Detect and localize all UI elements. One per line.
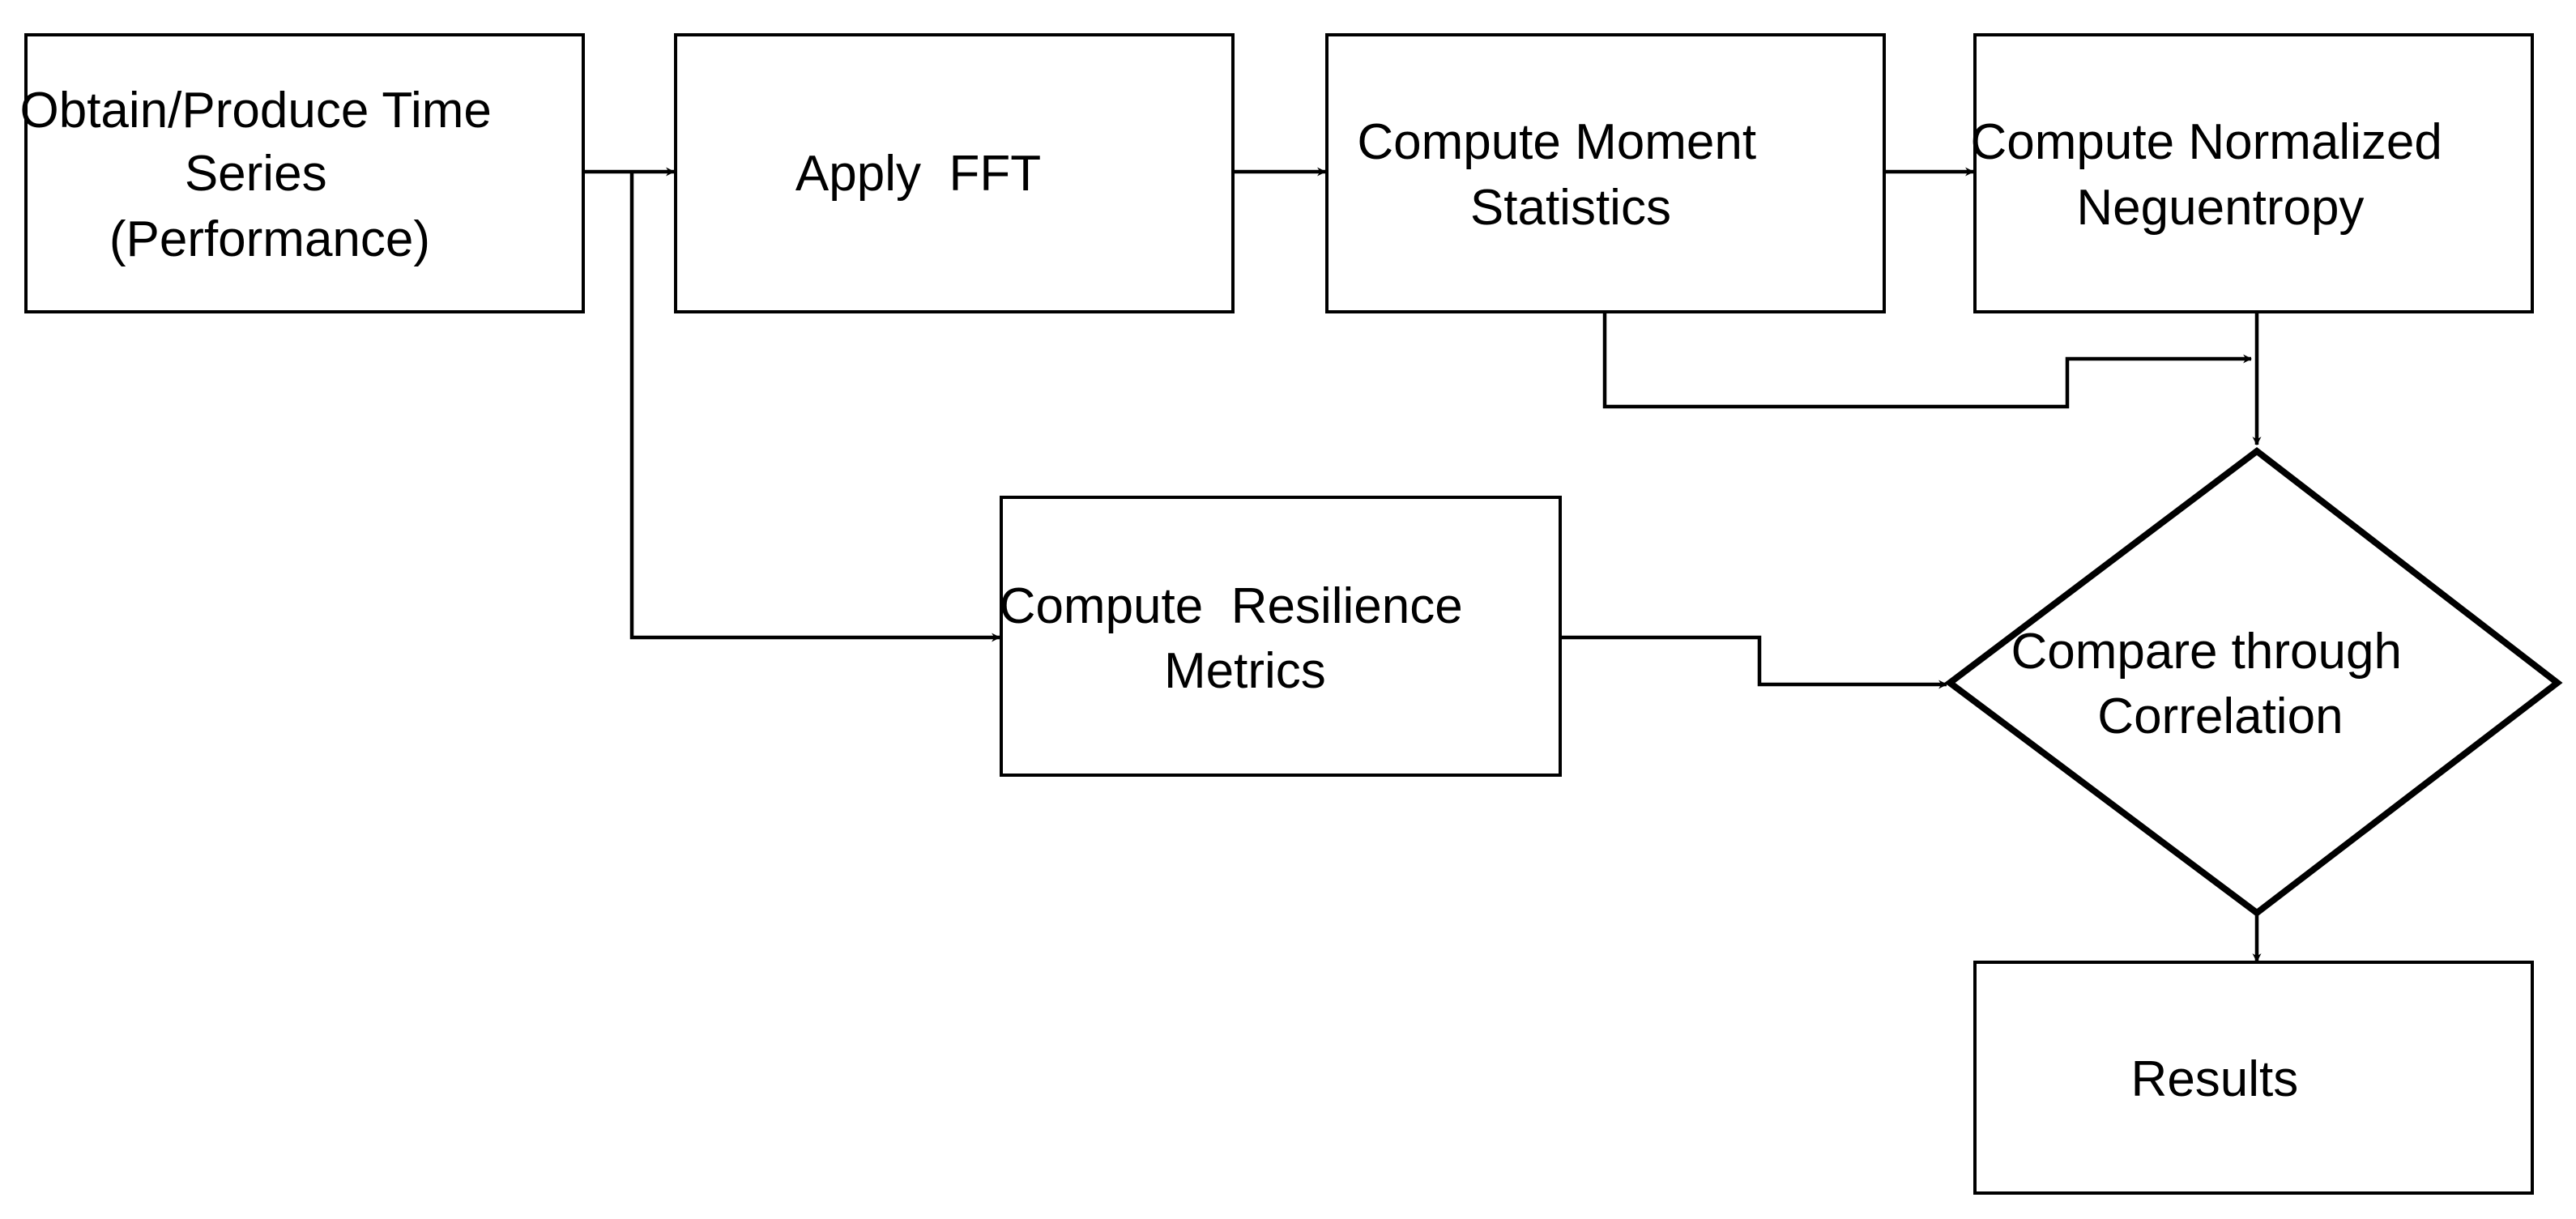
node-results: Results	[1973, 961, 2534, 1195]
node-results-label: Results	[2131, 1051, 2299, 1107]
node-obtain: Obtain/Produce Time Series (Performance)	[0, 0, 590, 313]
edge-obtain-to-resilience	[629, 172, 1001, 642]
node-negentropy: Compute Normalized Neguentropy	[0, 0, 2540, 313]
node-moment-label: Compute Moment Statistics	[0, 0, 1854, 236]
node-moment: Compute Moment Statistics	[0, 0, 1886, 313]
node-compare: Compare through Correlation	[1944, 446, 2563, 918]
node-fft-label: Apply FFT	[0, 0, 1110, 202]
edge-moment-to-compare	[1602, 312, 2253, 409]
node-compare-label: Compare through Correlation	[2011, 624, 2402, 744]
node-moment-box	[1325, 33, 1886, 313]
node-resilience-box	[1000, 496, 1562, 777]
edge-resilience-to-compare	[1560, 635, 1948, 689]
node-negentropy-box	[1973, 33, 2534, 313]
node-fft-box	[674, 33, 1235, 313]
node-fft: Apply FFT	[0, 0, 1235, 313]
node-obtain-label: Obtain/Produce Time Series (Performance)	[0, 0, 590, 267]
node-results-box	[1973, 961, 2534, 1195]
node-compare-diamond	[1944, 446, 2563, 918]
node-resilience-label: Compute Resilience Metrics	[0, 0, 1560, 699]
node-negentropy-label: Compute Normalized Neguentropy	[0, 0, 2540, 236]
node-obtain-box	[24, 33, 585, 313]
node-resilience: Compute Resilience Metrics	[0, 0, 1562, 777]
edges	[583, 167, 2262, 963]
